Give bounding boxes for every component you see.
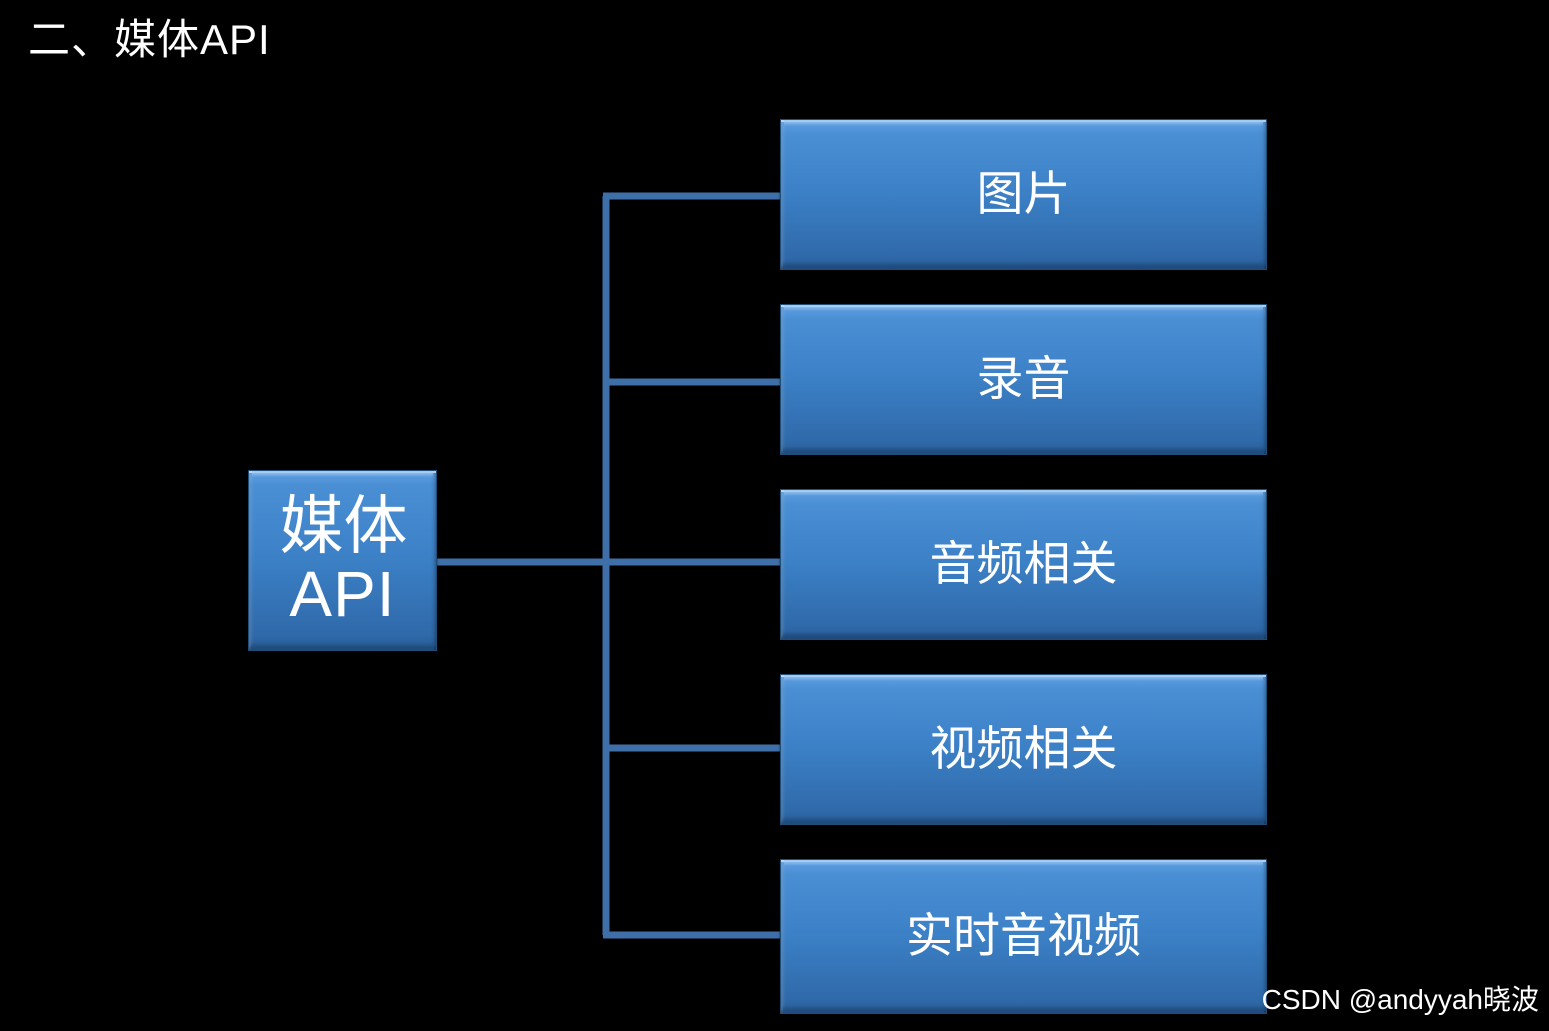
node-record[interactable]: 录音 bbox=[780, 304, 1267, 455]
node-root[interactable]: 媒体 API bbox=[248, 470, 437, 651]
node-image[interactable]: 图片 bbox=[780, 119, 1267, 270]
csdn-watermark: CSDN @andyyah晓波 bbox=[1261, 984, 1539, 1015]
node-root-label-line1: 媒体 bbox=[279, 490, 408, 563]
node-image-label: 图片 bbox=[976, 167, 1071, 221]
node-video-label: 视频相关 bbox=[929, 722, 1118, 776]
node-record-label: 录音 bbox=[976, 352, 1071, 406]
node-audio-label: 音频相关 bbox=[929, 537, 1118, 591]
node-audio[interactable]: 音频相关 bbox=[780, 489, 1267, 640]
node-video[interactable]: 视频相关 bbox=[780, 674, 1267, 825]
node-realtime-label: 实时音视频 bbox=[906, 909, 1141, 963]
node-realtime[interactable]: 实时音视频 bbox=[780, 859, 1267, 1014]
page-title: 二、媒体API bbox=[28, 16, 271, 63]
node-root-label-line2: API bbox=[289, 557, 396, 630]
node-root-label: 媒体 API bbox=[278, 490, 408, 630]
